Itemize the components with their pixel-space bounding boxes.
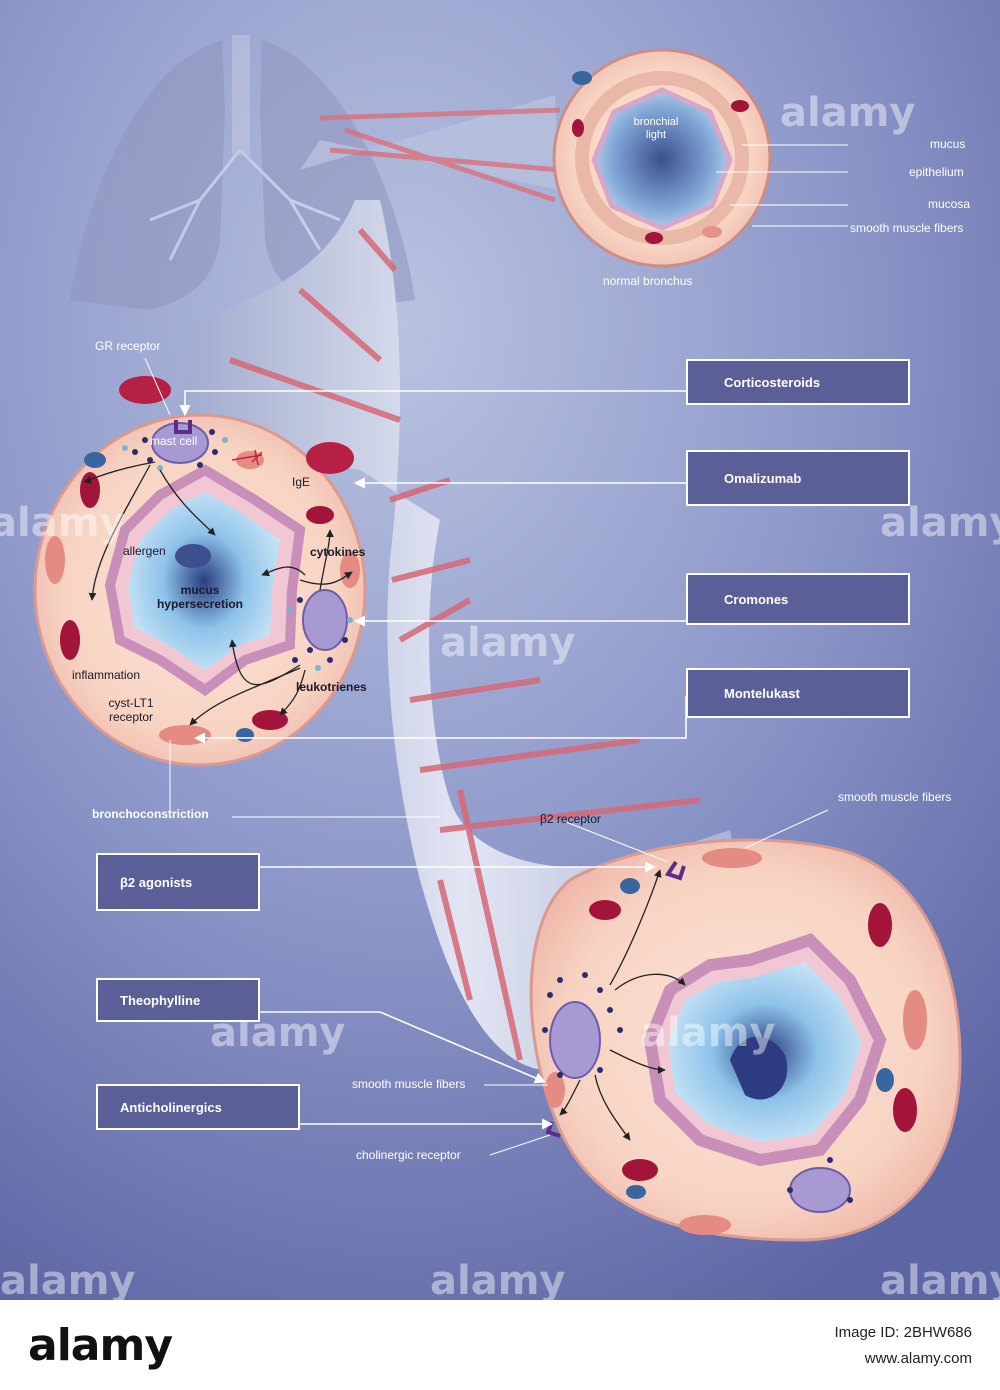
- label-inflammation: inflammation: [72, 668, 141, 682]
- label-allergen: allergen: [123, 544, 166, 558]
- footer-logo: alamy: [28, 1320, 173, 1371]
- drug-box-cromones: Cromones: [686, 573, 910, 625]
- label-bronchoconstriction: bronchoconstriction: [92, 807, 209, 821]
- stock-footer: alamy Image ID: 2BHW686 www.alamy.com: [0, 1300, 1000, 1390]
- drug-box-montelukast: Montelukast: [686, 668, 910, 718]
- drug-box-corticosteroids: Corticosteroids: [686, 359, 910, 405]
- watermark-3: alamy: [440, 620, 576, 666]
- drug-box-omalizumab: Omalizumab: [686, 450, 910, 506]
- label-cyst-lt1: cyst-LT1 receptor: [108, 696, 154, 724]
- drug-box-anticholinergics: Anticholinergics: [96, 1084, 300, 1130]
- label-cytokines: cytokines: [310, 545, 366, 559]
- drug-arrows: [179, 390, 687, 1130]
- drug-box-theophylline: Theophylline: [96, 978, 260, 1022]
- pathway-arrows: [83, 461, 353, 726]
- watermark-2: alamy: [0, 500, 126, 546]
- label-mucus-hypersecretion: mucus hypersecretion: [156, 583, 244, 611]
- asthma-diagram: [0, 0, 1000, 1300]
- label-ige: IgE: [292, 475, 311, 489]
- footer-url: www.alamy.com: [864, 1350, 972, 1367]
- label-smooth-muscle-lower-top: smooth muscle fibers: [838, 790, 952, 804]
- label-mucosa: mucosa: [928, 197, 971, 211]
- watermark-9: alamy: [880, 1258, 1000, 1304]
- label-leukotrienes: leukotrienes: [296, 680, 367, 694]
- label-leader-lines: [144, 357, 829, 1156]
- lower-granules: [542, 972, 853, 1203]
- mediator-dots: [122, 437, 353, 671]
- watermark-7: alamy: [0, 1258, 136, 1304]
- watermark-6: alamy: [640, 1010, 776, 1056]
- label-epithelium: epithelium: [909, 165, 964, 179]
- lower-pathway-arrows: [559, 869, 686, 1141]
- asthma-bronchus-section: [33, 376, 367, 767]
- diagram-canvas: alamy alamy alamy alamy alamy alamy alam…: [0, 0, 1000, 1304]
- label-bronchial-light: bronchial light: [633, 116, 679, 141]
- caption-normal-bronchus: normal bronchus: [603, 274, 693, 288]
- granule-dots: [132, 429, 348, 663]
- drug-box-b2-agonists: β2 agonists: [96, 853, 260, 911]
- label-cholinergic-receptor: cholinergic receptor: [356, 1148, 461, 1162]
- watermark-1: alamy: [780, 90, 916, 136]
- label-b2-receptor: β2 receptor: [540, 812, 601, 826]
- footer-image-id: Image ID: 2BHW686: [834, 1324, 972, 1341]
- normal-leader-lines: [716, 144, 848, 227]
- label-mucus: mucus: [930, 137, 966, 151]
- label-smooth-muscle-lower-left: smooth muscle fibers: [352, 1077, 466, 1091]
- watermark-8: alamy: [430, 1258, 566, 1304]
- normal-bronchus-section: [552, 48, 772, 268]
- watermark-4: alamy: [880, 500, 1000, 546]
- lower-bronchus-section: [529, 838, 962, 1242]
- label-gr-receptor: GR receptor: [95, 339, 161, 353]
- label-mast-cell: mast cell: [150, 434, 198, 448]
- label-smooth-muscle-normal: smooth muscle fibers: [850, 221, 964, 235]
